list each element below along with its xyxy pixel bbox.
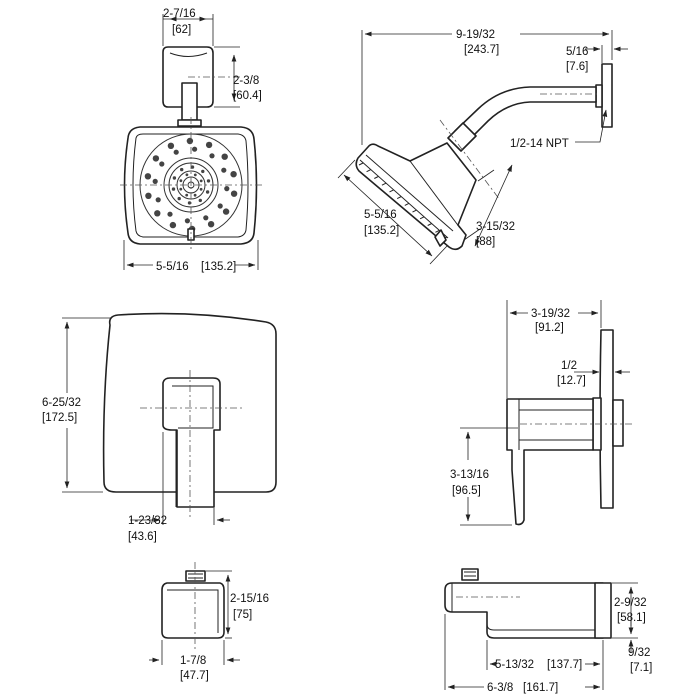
dim-flange-height-mm: [60.4] [233, 90, 262, 102]
tub-spout-front-view: 2-15/16 [75] 1-7/8 [47.7] [149, 562, 269, 682]
nozzle [190, 165, 195, 169]
nozzle [224, 186, 230, 192]
nozzle [179, 179, 183, 183]
dim-handle-drop-mm: [96.5] [452, 485, 481, 497]
nozzle [184, 218, 190, 224]
nozzle [179, 187, 183, 191]
dim-flange-depth-mm: [7.6] [566, 61, 588, 73]
nozzle [169, 221, 177, 229]
nozzle [198, 198, 202, 203]
nozzle [199, 179, 203, 183]
dim-plate-thickness-in: 1/2 [561, 360, 577, 372]
nozzle-tip [358, 162, 364, 166]
dim-spout-width-mm: [47.7] [180, 670, 209, 682]
shower-head-side-view: 9-19/32 [243.7] 5/16 [7.6] 1/2-14 NPT 5-… [337, 29, 628, 265]
nozzle [177, 196, 181, 201]
nozzle [201, 169, 205, 174]
nozzle [193, 173, 197, 177]
dim-outlet-mm: [7.1] [630, 662, 652, 674]
nozzle [171, 187, 176, 191]
nozzle [167, 142, 175, 149]
dim-spout-reach-in: 5-13/32 [495, 659, 534, 671]
nozzle [206, 179, 211, 183]
dim-handle-offset-in: 1-23/32 [128, 515, 167, 527]
dim-flange-width-in: 2-7/16 [163, 8, 196, 20]
nozzle [159, 161, 165, 167]
nozzle [203, 215, 209, 221]
nozzle [221, 153, 228, 160]
tub-spout-side [444, 582, 604, 639]
dim-face-width-mm: [135.2] [364, 225, 399, 237]
nozzle [193, 193, 197, 197]
nozzle [152, 155, 160, 162]
dim-handle-projection-in: 3-19/32 [531, 308, 570, 320]
valve-handle-side [506, 398, 594, 526]
spray-nozzles [144, 137, 238, 233]
nozzle [187, 201, 192, 205]
nozzle [167, 211, 173, 217]
shower-arm-side [454, 86, 597, 144]
nozzle [185, 173, 189, 177]
dim-spout-height-in: 2-15/16 [230, 593, 269, 605]
nozzle [172, 176, 177, 180]
nozzle [185, 193, 189, 197]
nozzle [173, 149, 179, 155]
dim-flange-height-in: 2-3/8 [233, 75, 259, 87]
dim-spout-reach-mm: [137.7] [547, 659, 582, 671]
nozzle [205, 190, 210, 194]
valve-handle-front [162, 377, 221, 508]
dim-trim-height-mm: [172.5] [42, 412, 77, 424]
nozzle [207, 221, 215, 228]
wall-plate [601, 63, 613, 128]
nozzle [144, 173, 152, 180]
dim-spout-overall-in: 6-3/8 [487, 682, 513, 694]
escutcheon-side [599, 329, 614, 509]
valve-trim-side-view: 3-19/32 [91.2] 1/2 [12.7] 3-13/16 [96.5] [450, 300, 632, 526]
tub-spout-front [161, 582, 225, 639]
dim-spout-overall-mm: [161.7] [523, 682, 558, 694]
nozzle [145, 192, 152, 199]
dim-spout-side-height-in: 2-9/32 [614, 597, 647, 609]
nozzle-tip [435, 229, 440, 233]
dim-head-depth-in: 3-15/32 [476, 221, 515, 233]
nozzle [180, 167, 184, 172]
dim-handle-drop-in: 3-13/16 [450, 469, 489, 481]
nozzle [154, 210, 161, 217]
dim-spout-height-mm: [75] [233, 609, 252, 621]
nozzle [230, 190, 238, 197]
dim-head-width-in: 5-5/16 [156, 261, 189, 273]
dim-flange-depth-in: 5/16 [566, 46, 588, 58]
dim-trim-height-in: 6-25/32 [42, 397, 81, 409]
dim-plate-thickness-mm: [12.7] [557, 375, 586, 387]
nozzle [186, 137, 194, 145]
dim-head-depth-mm: [88] [476, 236, 495, 248]
shower-arm [181, 82, 198, 121]
nozzle [199, 187, 203, 191]
nozzle [192, 146, 198, 152]
dim-arm-reach-in: 9-19/32 [456, 29, 495, 41]
dim-face-width-in: 5-5/16 [364, 209, 397, 221]
nozzle-tip [366, 169, 371, 173]
nozzle [221, 167, 227, 173]
dim-outlet-in: 9/32 [628, 647, 650, 659]
nozzle [222, 208, 230, 215]
valve-trim-front-view: 6-25/32 [172.5] 1-23/32 [43.6] [42, 312, 277, 543]
nozzle [205, 141, 213, 149]
dim-handle-offset-mm: [43.6] [128, 531, 157, 543]
dim-arm-reach-mm: [243.7] [464, 44, 499, 56]
nozzle [230, 171, 237, 178]
thread-callout: 1/2-14 NPT [510, 138, 569, 150]
dim-head-width-mm: [135.2] [201, 261, 236, 273]
dim-spout-side-height-mm: [58.1] [617, 612, 646, 624]
nozzle [209, 153, 215, 159]
dim-handle-projection-mm: [91.2] [535, 322, 564, 334]
tub-spout-side-view: 2-9/32 [58.1] 9/32 [7.1] 5-13/32 [137.7]… [444, 568, 652, 694]
nozzle [152, 178, 158, 184]
nozzle [155, 197, 161, 203]
nozzle [217, 203, 223, 209]
dim-flange-width-mm: [62] [172, 24, 191, 36]
shower-head-front-view: 2-7/16 [62] 2-3/8 [60.4] 5-5/16 [135.2] [120, 8, 262, 273]
dim-spout-width-in: 1-7/8 [180, 655, 206, 667]
